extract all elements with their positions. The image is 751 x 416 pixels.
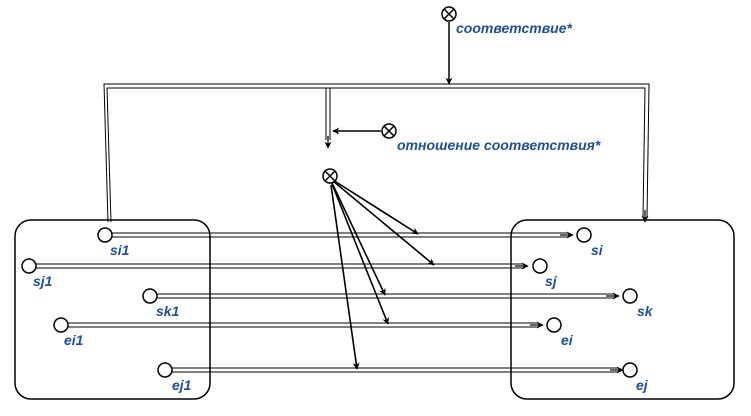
node-si1 [97,227,113,243]
node-ej [622,362,638,378]
element-nodes [21,227,638,378]
node-ei [546,317,562,333]
node-sk1 [142,288,158,304]
correspondence-bus [103,83,650,223]
correspondence-node-icon [441,6,457,22]
left-set-box [14,219,211,400]
node-ei1 [53,317,69,333]
label-sk1: sk1 [156,303,180,319]
label-ej: ej [636,377,649,393]
label-sk: sk [637,303,654,319]
correspondence-label: соответствие* [456,20,573,36]
node-si [576,227,592,243]
label-si: si [591,242,604,258]
label-sj1: sj1 [33,273,53,289]
pair-arrowheads [515,231,624,374]
label-ei1: ei1 [64,332,84,348]
relation-node-icon [381,123,397,139]
pair-hub-node-icon [322,168,338,184]
relation-label: отношение соответствия* [397,137,601,153]
node-sj1 [21,258,37,274]
label-ei: ei [561,332,574,348]
label-ej1: ej1 [172,377,192,393]
node-ej1 [157,362,173,378]
node-sk [622,288,638,304]
membership-arrows [330,179,435,370]
right-set-box [510,219,735,400]
label-si1: si1 [110,242,130,258]
pair-arcs [36,232,618,373]
node-sj [532,258,548,274]
label-sj: sj [545,273,558,289]
